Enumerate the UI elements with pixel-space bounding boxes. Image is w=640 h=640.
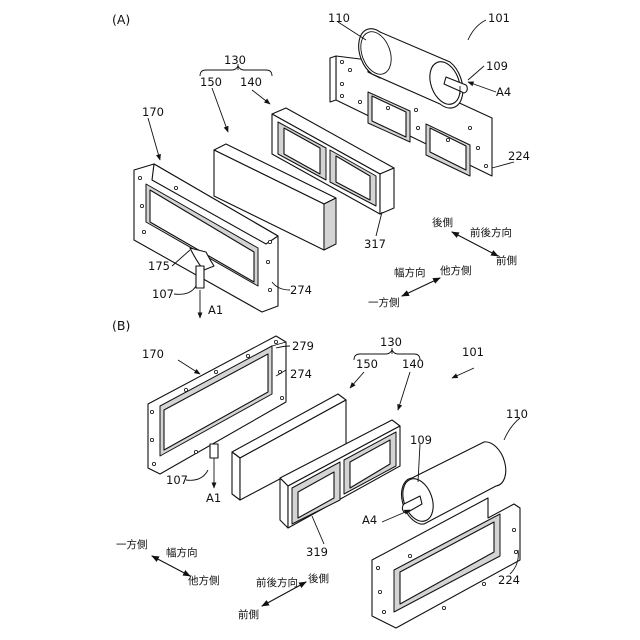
ref-150-b: 150 [356, 357, 378, 371]
ref-140-a: 140 [240, 75, 262, 89]
ref-107-b: 107 [166, 473, 188, 487]
dir-width-b: 幅方向 [166, 546, 198, 559]
ref-175-a: 175 [148, 259, 170, 273]
dir-front-rear-b: 前後方向 [256, 576, 298, 589]
ref-224-a: 224 [508, 149, 530, 163]
ref-130-b: 130 [380, 335, 402, 349]
ref-110-b: 110 [506, 407, 528, 421]
ref-279-b: 279 [292, 339, 314, 353]
ref-130-a: 130 [224, 53, 246, 67]
dir-one-side-a: 一方側 [368, 296, 400, 309]
panel-a: (A) [112, 11, 530, 318]
label-a1-a: A1 [208, 303, 223, 317]
ref-170-a: 170 [142, 105, 164, 119]
dir-rear-a: 後側 [432, 216, 453, 229]
ref-170-b: 170 [142, 347, 164, 361]
motor-b [397, 442, 505, 526]
dir-other-side-a: 他方側 [440, 264, 472, 277]
ref-140-b: 140 [402, 357, 424, 371]
ref-101-a: 101 [488, 11, 510, 25]
panel-b-label: (B) [112, 318, 130, 333]
dir-one-side-b: 一方側 [116, 538, 148, 551]
ref-317-a: 317 [364, 237, 386, 251]
dir-front-b: 前側 [238, 608, 259, 621]
ref-110-a: 110 [328, 11, 350, 25]
ref-319-b: 319 [306, 545, 328, 559]
ref-109-b: 109 [410, 433, 432, 447]
dir-rear-b: 後側 [308, 572, 329, 585]
dir-front-a: 前側 [496, 254, 517, 267]
ref-109-a: 109 [486, 59, 508, 73]
ref-101-b: 101 [462, 345, 484, 359]
label-a1-b: A1 [206, 491, 221, 505]
ref-274-a: 274 [290, 283, 312, 297]
dir-other-side-b: 他方側 [188, 574, 220, 587]
ref-274-b: 274 [290, 367, 312, 381]
ref-150-a: 150 [200, 75, 222, 89]
dir-front-rear-a: 前後方向 [470, 226, 512, 239]
label-a4-b: A4 [362, 513, 377, 527]
panel-a-label: (A) [112, 12, 130, 27]
dir-width-a: 幅方向 [394, 266, 426, 279]
ref-224-b: 224 [498, 573, 520, 587]
ref-107-a: 107 [152, 287, 174, 301]
panel-b: (B) [112, 318, 528, 628]
motor-plate-b [372, 498, 520, 628]
label-a4-a: A4 [496, 85, 511, 99]
